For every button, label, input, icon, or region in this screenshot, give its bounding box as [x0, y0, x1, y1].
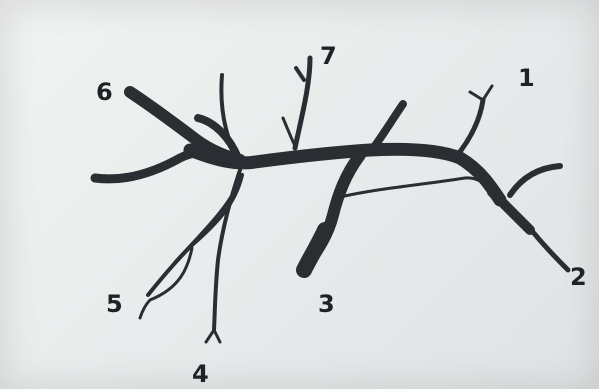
branch-1-fork-left — [470, 92, 483, 100]
branch-lower-cross — [340, 178, 495, 197]
branch-left-lower — [95, 153, 225, 179]
label-1: 1 — [518, 64, 535, 92]
label-2: 2 — [570, 263, 587, 291]
branch-4-fork-right — [214, 330, 220, 342]
branch-5-loop — [140, 248, 192, 318]
branch-3-bulb — [304, 230, 325, 270]
branch-4-fork-left — [206, 330, 214, 342]
branch-7-twig — [283, 118, 296, 148]
label-3: 3 — [318, 290, 335, 318]
branch-right-twig — [510, 166, 560, 195]
label-7: 7 — [320, 42, 337, 70]
label-4: 4 — [192, 360, 209, 388]
label-5: 5 — [106, 290, 123, 318]
label-6: 6 — [96, 78, 113, 106]
branch-1-fork-right — [483, 86, 492, 100]
branch-1 — [455, 100, 483, 158]
branch-5 — [148, 175, 242, 295]
branch-7-fork — [296, 68, 304, 80]
